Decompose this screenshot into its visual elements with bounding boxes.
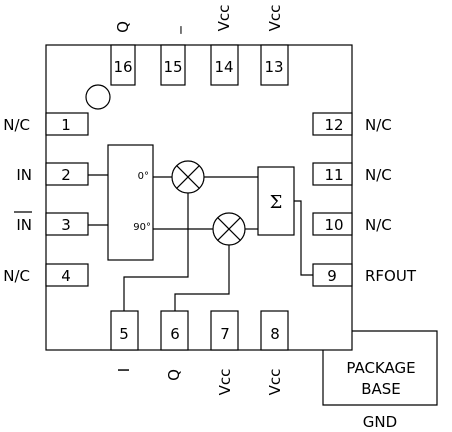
pin-number: 7: [220, 325, 230, 343]
pin-number: 2: [61, 166, 71, 184]
mixer-i: [171, 160, 205, 194]
pin-name: IN: [16, 166, 32, 184]
pin-2: 2 IN: [16, 162, 89, 186]
pin-number: 15: [163, 58, 182, 76]
gnd-label: GND: [363, 413, 397, 431]
pin-number: 12: [324, 116, 343, 134]
pin-name: RFOUT: [365, 267, 417, 285]
pin-name: Q: [114, 21, 132, 33]
pin-name: Vcc: [216, 369, 234, 396]
pin-name: N/C: [365, 216, 392, 234]
pin-name: I: [115, 368, 133, 372]
pin-number: 4: [61, 267, 71, 285]
pin-name: N/C: [3, 116, 30, 134]
pin-number: 11: [324, 166, 343, 184]
pin-10: 10 N/C: [312, 212, 392, 236]
phase-90-label: 90°: [133, 222, 151, 233]
wire-sum-to-rfout: [294, 200, 313, 276]
summer-symbol: Σ: [270, 192, 283, 213]
pin-15: 15 _: [160, 26, 186, 86]
mixer-q: [212, 212, 246, 246]
pin-name: N/C: [365, 116, 392, 134]
pin-number: 14: [214, 58, 233, 76]
pin-number: 10: [324, 216, 343, 234]
summer: [257, 166, 295, 236]
pin-number: 6: [170, 325, 180, 343]
pin-number: 8: [270, 325, 280, 343]
wire-pin6-to-mixer-q: [174, 245, 230, 311]
pin-number: 9: [327, 267, 337, 285]
pin-number: 16: [113, 58, 132, 76]
pin-11: 11 N/C: [312, 162, 392, 186]
pin1-marker: [85, 84, 111, 110]
pin-14: 14 Vcc: [210, 5, 239, 86]
pin-name: IN: [16, 216, 32, 234]
pin-name: _: [164, 26, 183, 35]
pin-6: 6 Q: [160, 310, 189, 381]
pin-name: N/C: [3, 267, 30, 285]
pin-name: Vcc: [266, 5, 284, 32]
package-base-label-line1: PACKAGE: [346, 359, 415, 377]
pin-16: 16 Q: [110, 21, 136, 86]
pin-number: 5: [119, 325, 129, 343]
pin-5: 5 I: [110, 310, 139, 372]
phase-0-label: 0°: [138, 171, 149, 182]
pin-number: 3: [61, 216, 71, 234]
package-base-outline: [322, 330, 438, 406]
pin-1: 1 N/C: [3, 112, 89, 136]
pin-name: Vcc: [215, 5, 233, 32]
wire-pin5-to-mixer-i: [123, 193, 189, 311]
pin-12: 12 N/C: [312, 112, 392, 136]
phase-splitter: [107, 144, 154, 261]
pin-3: 3 IN: [14, 211, 89, 236]
package-base-label-line2: BASE: [361, 380, 401, 398]
pin-name: N/C: [365, 166, 392, 184]
pin-8: 8 Vcc: [260, 310, 289, 396]
pin-name: Q: [165, 369, 183, 381]
pin-4: 4 N/C: [3, 263, 89, 287]
pin-number: 1: [61, 116, 71, 134]
pin-7: 7 Vcc: [210, 310, 239, 396]
pin-9: 9 RFOUT: [312, 263, 417, 287]
pin-name: Vcc: [266, 369, 284, 396]
pin-13: 13 Vcc: [260, 5, 289, 86]
pin-number: 13: [264, 58, 283, 76]
